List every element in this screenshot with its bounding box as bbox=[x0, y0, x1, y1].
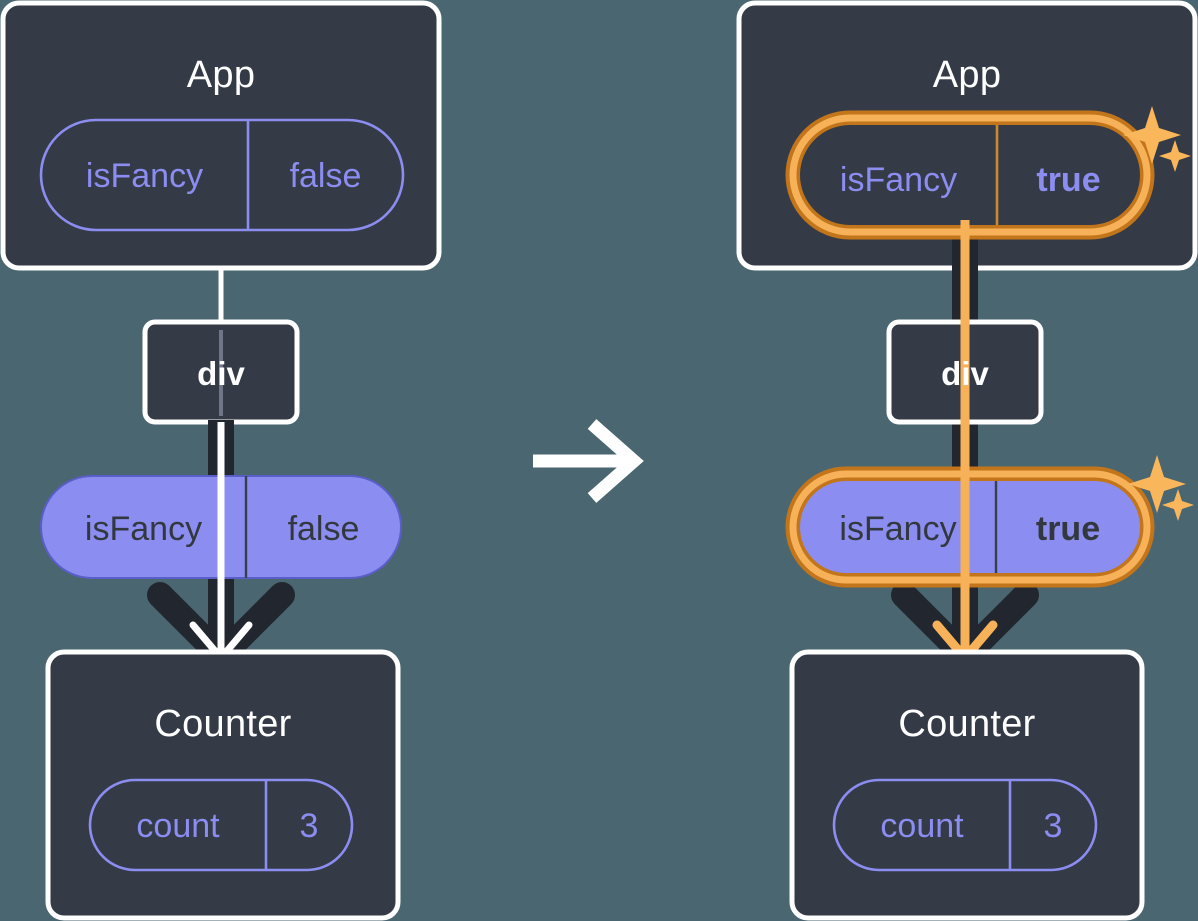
left-div-box bbox=[142, 319, 300, 425]
transition-arrow-right-icon bbox=[533, 419, 644, 503]
left-app-card bbox=[0, 0, 442, 271]
right-counter-state-pill bbox=[832, 778, 1098, 872]
left-counter-card bbox=[45, 649, 401, 921]
right-prop-sparkle-icon bbox=[1128, 455, 1194, 521]
right-app-sparkle-icon bbox=[1123, 106, 1191, 172]
left-app-state-pill bbox=[39, 118, 405, 232]
left-counter-state-pill bbox=[88, 778, 354, 872]
right-counter-card bbox=[789, 649, 1145, 921]
right-app-state-pill-highlight bbox=[785, 110, 1155, 240]
right-prop-pill-highlight bbox=[785, 466, 1155, 588]
right-connector-inner-highlight bbox=[932, 220, 998, 663]
